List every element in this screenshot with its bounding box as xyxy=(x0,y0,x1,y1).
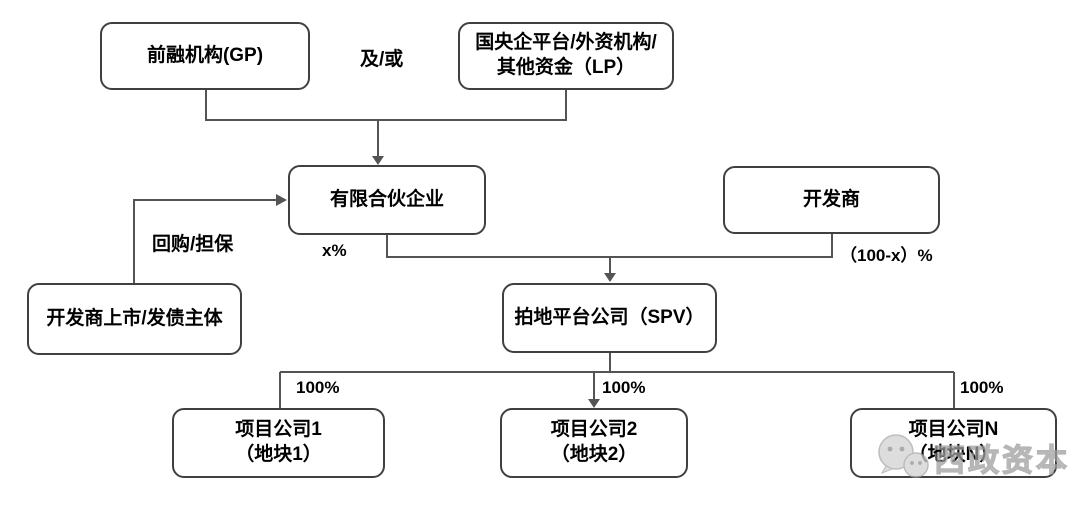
node-gp-label: 前融机构(GP) xyxy=(146,44,264,66)
node-project2: 项目公司2 （地块2） xyxy=(500,408,688,478)
node-lp-label: 国央企平台/外资机构/其他资金（LP） xyxy=(475,32,657,78)
edge-label-and-or: 及/或 xyxy=(360,49,404,70)
node-project2-label: 项目公司2 xyxy=(550,419,638,441)
node-spv-label: 拍地平台公司（SPV） xyxy=(514,306,705,328)
node-lp: 国央企平台/外资机构/其他资金（LP） xyxy=(458,22,674,90)
node-developer-label: 开发商 xyxy=(802,188,860,210)
edge-label-pct-project1: 100% xyxy=(296,378,340,397)
node-project1: 项目公司1 （地块1） xyxy=(172,408,385,478)
node-partnership-label: 有限合伙企业 xyxy=(329,188,444,210)
edge-label-pct-project2: 100% xyxy=(602,378,646,397)
node-project2-sublabel: （地块2） xyxy=(550,444,638,465)
edge-label-100-minus-x-percent: （100-x）% xyxy=(840,246,933,265)
edge-label-x-percent: x% xyxy=(322,241,347,260)
edge-label-repurchase-guarantee: 回购/担保 xyxy=(152,234,234,255)
node-partnership: 有限合伙企业 xyxy=(288,165,486,235)
node-projectN-sublabel: （地块N） xyxy=(908,444,999,465)
node-projectN-label: 项目公司N xyxy=(908,419,999,441)
node-issuer: 开发商上市/发债主体 xyxy=(27,283,242,355)
edge-label-pct-projectN: 100% xyxy=(960,378,1004,397)
node-projectN: 项目公司N （地块N） xyxy=(850,408,1057,478)
node-project1-sublabel: （地块1） xyxy=(235,444,322,465)
node-spv: 拍地平台公司（SPV） xyxy=(502,283,717,353)
node-project1-label: 项目公司1 xyxy=(235,419,322,441)
node-gp: 前融机构(GP) xyxy=(100,22,310,90)
node-issuer-label: 开发商上市/发债主体 xyxy=(46,307,223,329)
node-developer: 开发商 xyxy=(723,166,940,234)
